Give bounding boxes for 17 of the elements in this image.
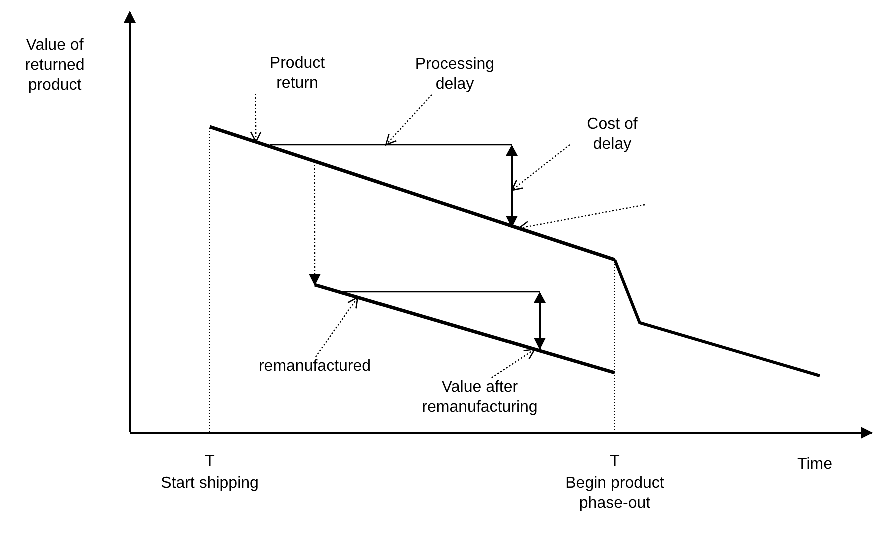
leader-text: Cost of delay xyxy=(570,115,655,155)
double-arrow xyxy=(506,145,518,228)
leader-text: Value after remanufacturing xyxy=(395,378,565,418)
axis-tick-label: T xyxy=(204,452,216,472)
leader-text: Processing delay xyxy=(405,55,505,95)
axis-tick-label: Start shipping xyxy=(160,474,260,494)
leader-line xyxy=(250,94,262,143)
leader-line xyxy=(492,348,536,378)
leader-text: remanufactured xyxy=(235,357,395,377)
leader-line xyxy=(315,296,359,358)
axis-tick-label: Begin product phase-out xyxy=(564,474,666,514)
axis-label: Time xyxy=(796,455,834,475)
axis-tick-label: T xyxy=(609,452,621,472)
leader-line xyxy=(511,144,570,192)
axis-label: Value of returned product xyxy=(24,36,86,96)
leader-text: Product return xyxy=(250,54,345,94)
leader-line xyxy=(386,94,432,146)
